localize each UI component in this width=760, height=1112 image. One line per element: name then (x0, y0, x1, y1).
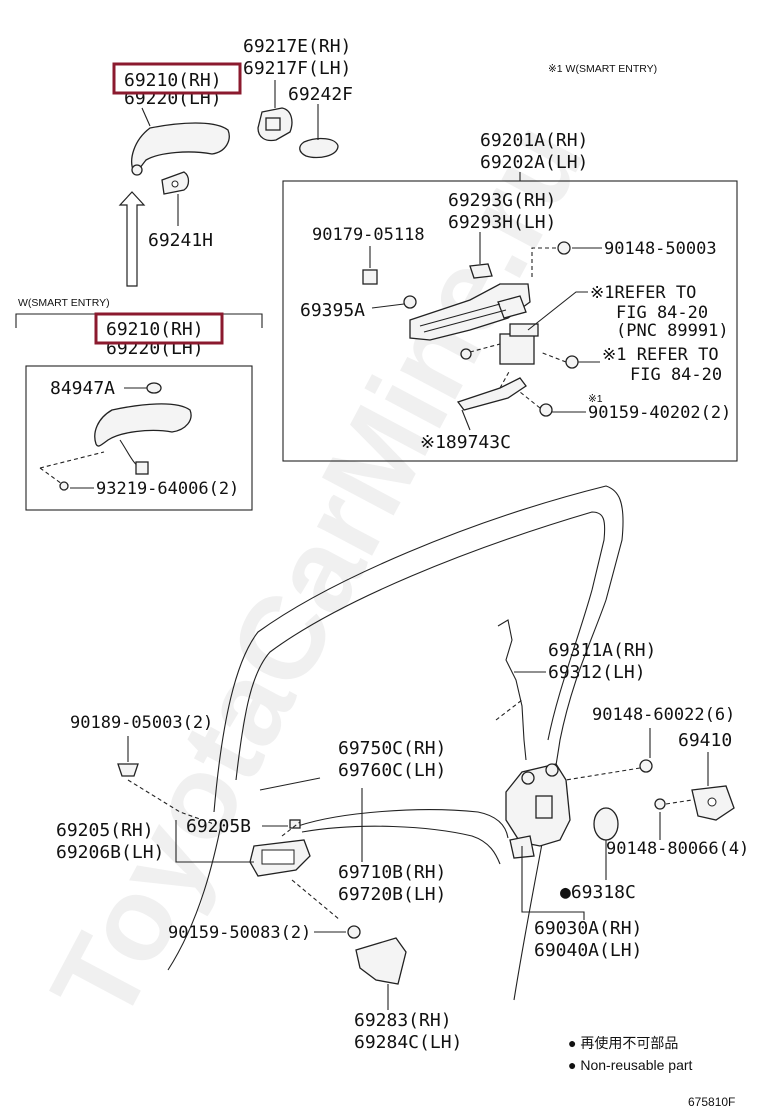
label-90159-50083[interactable]: 90159-50083(2) (168, 923, 311, 943)
label-69202a[interactable]: 69202A(LH) (480, 152, 588, 173)
label-69210-top[interactable]: 69210(RH) (124, 70, 222, 91)
label-90148-80066[interactable]: 90148-80066(4) (606, 839, 749, 859)
bolt-90148-80066 (654, 798, 666, 810)
up-arrow-icon (118, 191, 146, 287)
label-69283[interactable]: 69283(RH) (354, 1010, 452, 1031)
label-69750c[interactable]: 69750C(RH) (338, 738, 446, 759)
label-69710b[interactable]: 69710B(RH) (338, 862, 446, 883)
label-69410[interactable]: 69410 (678, 730, 732, 751)
pad-part (299, 104, 339, 159)
bracket-69205 (175, 820, 254, 863)
rod-69311a-part (497, 619, 527, 761)
bolt-90148-60022 (639, 759, 653, 773)
label-93219[interactable]: 93219-64006(2) (96, 479, 239, 499)
label-69206b[interactable]: 69206B(LH) (56, 842, 164, 863)
label-69284c[interactable]: 69284C(LH) (354, 1032, 462, 1053)
label-84947a[interactable]: 84947A (50, 378, 115, 399)
handle-cap-part (257, 80, 293, 142)
label-69318c[interactable]: ●69318C (560, 882, 636, 903)
label-69205[interactable]: 69205(RH) (56, 820, 154, 841)
bolt-90148-50003 (557, 241, 571, 255)
motor-part (499, 323, 539, 365)
legend-line-jp: ● 再使用不可部品 (568, 1035, 678, 1051)
lock-assy-detail-box (282, 180, 738, 462)
striker-69410-part (691, 785, 735, 821)
clip-69395a (403, 295, 417, 309)
label-69293g[interactable]: 69293G(RH) (448, 190, 556, 211)
label-69293h[interactable]: 69293H(LH) (448, 212, 556, 233)
label-69242f[interactable]: 69242F (288, 84, 353, 105)
smart-entry-note: ※1 W(SMART ENTRY) (548, 63, 657, 75)
label-90159-40202[interactable]: 90159-40202(2) (588, 403, 731, 423)
bolt-90159-50083 (347, 925, 361, 939)
inside-handle-part (249, 839, 311, 877)
bracket-89743c-part (456, 369, 527, 411)
label-69205b[interactable]: 69205B (186, 816, 251, 837)
bolt-90159-40202 (539, 403, 553, 417)
label-69201a[interactable]: 69201A(RH) (480, 130, 588, 151)
bolt-refer2 (565, 355, 579, 369)
label-69241h[interactable]: 69241H (148, 230, 213, 251)
cable-69710b-part (289, 809, 509, 865)
label-69040a[interactable]: 69040A(LH) (534, 940, 642, 961)
gasket-part (161, 171, 190, 226)
door-lock-upper-part (409, 263, 531, 341)
label-69217e[interactable]: 69217E(RH) (243, 36, 351, 57)
label-90179[interactable]: 90179-05118 (312, 225, 425, 245)
highlight-backing (114, 64, 240, 93)
label-69210-box[interactable]: 69210(RH) (106, 319, 204, 340)
label-mark1: ※1 (588, 393, 603, 405)
label-90148-60022[interactable]: 90148-60022(6) (592, 705, 735, 725)
label-69311a[interactable]: 69311A(RH) (548, 640, 656, 661)
clip-90189 (117, 763, 139, 777)
label-refer1-a[interactable]: ※1REFER TO (590, 283, 696, 303)
label-90148-50003[interactable]: 90148-50003 (604, 239, 717, 259)
door-lock-assembly-part (505, 763, 571, 859)
screw-small (460, 348, 472, 360)
label-refer1-c[interactable]: (PNC 89991) (616, 321, 729, 341)
label-refer1-b[interactable]: FIG 84-20 (616, 303, 708, 323)
cover-69283-part (355, 937, 407, 985)
smart-entry-label: W(SMART ENTRY) (18, 297, 110, 309)
label-90189[interactable]: 90189-05003(2) (70, 713, 213, 733)
label-69217f[interactable]: 69217F(LH) (243, 58, 351, 79)
smart-handle-part (94, 403, 192, 475)
screw-93219 (59, 481, 69, 491)
outside-handle-part (131, 107, 230, 176)
label-69312[interactable]: 69312(LH) (548, 662, 646, 683)
cap-84947a (146, 382, 162, 394)
label-69395a[interactable]: 69395A (300, 300, 365, 321)
highlight-backing-2 (96, 314, 222, 343)
highlight-box-smart (94, 312, 224, 345)
cushion-69318c (593, 807, 619, 841)
highlight-box-top (112, 62, 242, 95)
door-outline (167, 485, 624, 1001)
figure-code: 675810F (688, 1095, 735, 1109)
label-69760c[interactable]: 69760C(LH) (338, 760, 446, 781)
bracket-69030a (521, 846, 585, 920)
label-69720b[interactable]: 69720B(LH) (338, 884, 446, 905)
label-89743c[interactable]: ※189743C (420, 432, 511, 453)
label-refer2-b[interactable]: FIG 84-20 (630, 365, 722, 385)
label-refer2-a[interactable]: ※1 REFER TO (602, 345, 719, 365)
clip-90179 (362, 269, 378, 285)
smart-entry-detail-box (25, 365, 253, 511)
legend-line-en: ● Non-reusable part (568, 1057, 693, 1073)
label-69030a[interactable]: 69030A(RH) (534, 918, 642, 939)
